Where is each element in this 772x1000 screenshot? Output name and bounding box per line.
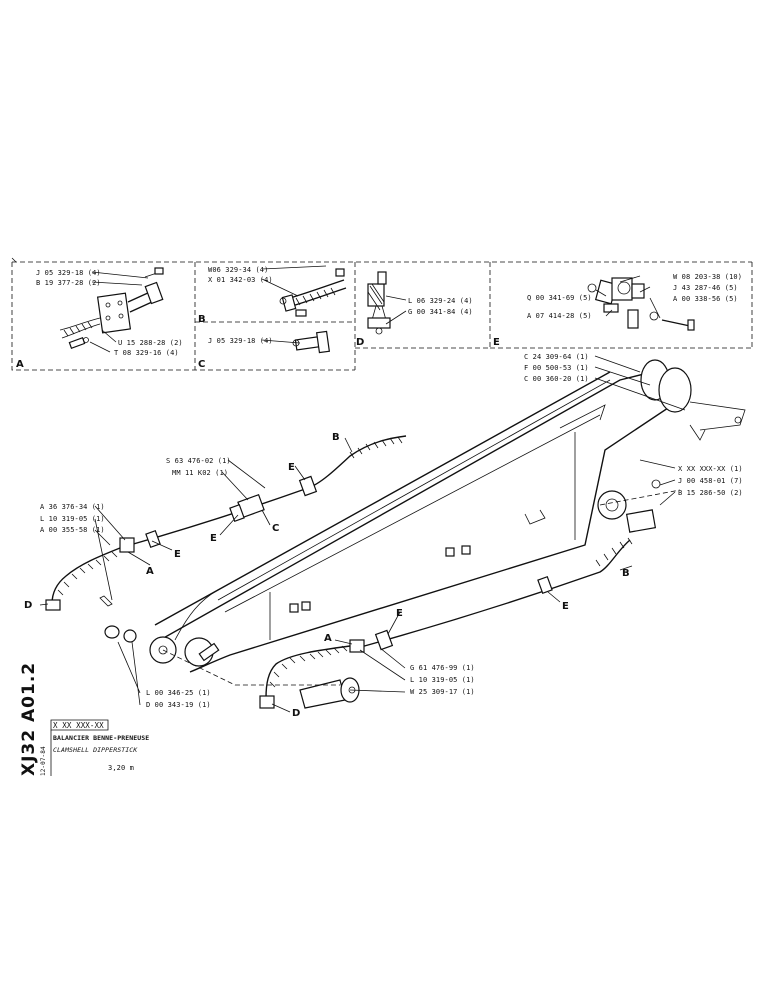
inset-e-parts: W 08 203-38 (10) Q 00 341-69 (5) J 43 287-… [527,273,742,320]
part-number: L 10 319-05 (1) [410,676,475,684]
callout-c: C [272,523,279,534]
part-number: S 63 476-02 (1) [166,457,231,465]
doc-ref: X XX XXX-XX [53,721,104,730]
part-number: W 25 309-17 (1) [410,688,475,696]
callout-a-left: A [146,566,154,577]
inset-d-parts: L 06 329-24 (4) G 00 341-84 (4) [408,297,473,316]
part-number: C 24 309-64 (1) [524,353,589,361]
title-en: CLAMSHELL DIPPERSTICK [53,746,138,754]
part-number: W 08 203-38 (10) [673,273,742,281]
part-number: X XX XXX-XX (1) [678,465,743,473]
part-number: G 61 476-99 (1) [410,664,475,672]
main-part-labels: C 24 309-64 (1) F 00 500-53 (1) C 00 360-2… [40,353,743,709]
callout-e-left: E [174,549,181,560]
callout-b-upper: B [332,432,340,443]
part-number: J 43 287-46 (5) [673,284,738,292]
callout-d-left: D [24,600,32,611]
doc-date: 12-07-84 [40,746,47,776]
dipperstick-arm [45,359,746,709]
inset-b-label: B [198,314,206,325]
doc-code: XJ32 A01.2 [19,662,39,776]
inset-a-drawing [59,267,164,349]
title-block: XJ32 A01.2 12-07-84 X XX XXX-XX BALANCIE… [19,662,149,776]
inset-d-drawing [367,271,391,335]
part-number: J 05 329-18 (4) [36,269,101,277]
inset-e-label: E [493,337,500,348]
part-number: L 06 329-24 (4) [408,297,473,305]
part-number: G 00 341-84 (4) [408,308,473,316]
callout-e-lower: E [562,601,569,612]
inset-c-drawing [292,330,331,354]
inset-d-label: D [356,337,364,348]
inset-b-parts: W06 329-34 (4) X 01 342-03 (4) [208,266,273,284]
part-number: T 08 329-16 (4) [114,349,179,357]
part-number: A 00 338-56 (5) [673,295,738,303]
title-fr: BALANCIER BENNE-PRENEUSE [53,734,149,742]
part-number: D 00 343-19 (1) [146,701,211,709]
part-number: C 00 360-20 (1) [524,375,589,383]
part-number: U 15 288-28 (2) [118,339,183,347]
main-leaders [39,355,686,713]
callout-e-upper: E [288,462,295,473]
inset-b-drawing [279,268,347,317]
main-callouts: B E C E E A D B E E A D [24,432,630,719]
inset-a-parts: J 05 329-18 (4) B 19 377-28 (2) U 15 288-2… [36,269,183,357]
part-number: L 10 319-05 (1) [40,515,105,523]
dimension: 3,20 m [108,764,134,772]
part-number: A 07 414-28 (5) [527,312,592,320]
part-number: Q 00 341-69 (5) [527,294,592,302]
inset-c-parts: J 05 329-18 (4) [208,337,273,345]
inset-c-label: C [198,359,205,370]
inset-leaders [89,265,661,353]
part-number: L 00 346-25 (1) [146,689,211,697]
callout-e-lower2: E [396,608,403,619]
callout-b-lower: B [622,568,630,579]
callout-e-mid: E [210,533,217,544]
part-number: A 00 355-58 (1) [40,526,105,534]
part-number: J 00 458-01 (7) [678,477,743,485]
part-number: J 05 329-18 (4) [208,337,273,345]
callout-d-lower: D [292,708,300,719]
inset-a-label: A [16,359,24,370]
part-number: MM 11 K02 (1) [172,469,228,477]
part-number: F 00 500-53 (1) [524,364,589,372]
part-number: A 36 376-34 (1) [40,503,105,511]
inset-e-drawing [587,277,695,331]
part-number: X 01 342-03 (4) [208,276,273,284]
part-number: B 19 377-28 (2) [36,279,101,287]
callout-a-lower: A [324,633,332,644]
part-number: B 15 286-50 (2) [678,489,743,497]
part-number: W06 329-34 (4) [208,266,268,274]
inset-panels: J 05 329-18 (4) B 19 377-28 (2) U 15 288-2… [11,257,753,371]
